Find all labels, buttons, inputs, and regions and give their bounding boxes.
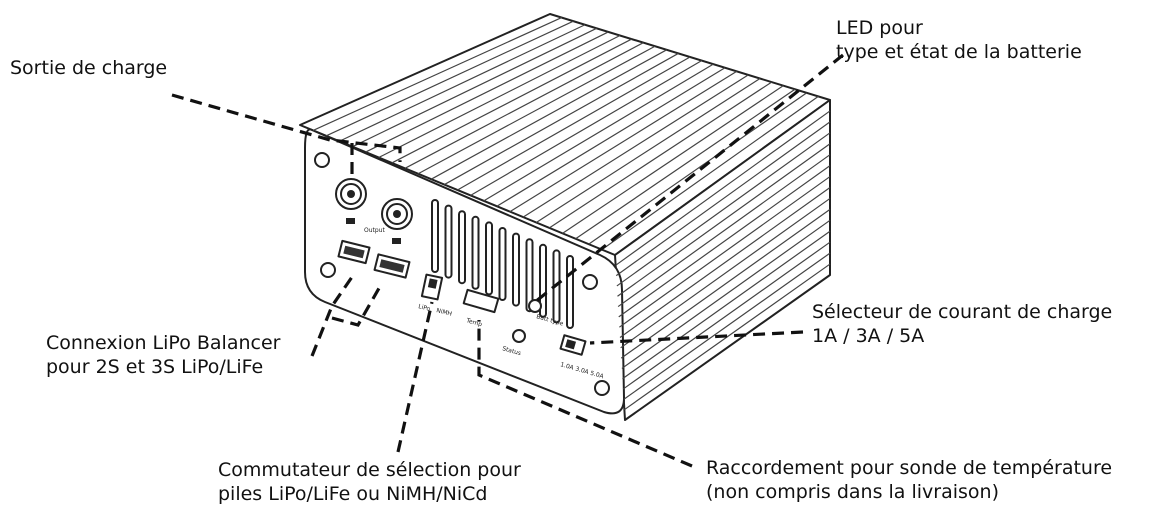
heatsink-fin <box>619 187 831 338</box>
heatsink-fin <box>470 60 702 196</box>
heatsink-fin <box>616 132 831 287</box>
heatsink-fins-side <box>615 110 831 411</box>
heatsink-fin <box>365 31 609 153</box>
heatsink-fin <box>339 24 586 142</box>
vent-slot <box>444 204 453 279</box>
label-line: Raccordement pour sonde de température <box>706 457 1113 479</box>
leader-temp <box>477 320 693 468</box>
screw-icon <box>314 152 330 168</box>
temp-marking: Temp <box>464 317 482 328</box>
polarity-marker-icon <box>346 218 355 224</box>
ventilation-slots <box>431 199 574 329</box>
status-led <box>512 329 526 343</box>
label-line: (non compris dans la livraison) <box>706 481 999 503</box>
leader-balancer-b <box>331 282 384 327</box>
output-socket-positive[interactable] <box>335 178 367 210</box>
leader-output <box>171 93 402 162</box>
heatsink-fin <box>549 81 772 229</box>
heatsink-fin <box>615 110 831 266</box>
heatsink-fin <box>430 49 667 180</box>
heatsink-fin <box>588 92 808 245</box>
output-marking: Output <box>364 227 385 234</box>
heatsink-fins-top <box>312 17 819 251</box>
heatsink-fin <box>621 219 831 369</box>
heatsink-fin <box>483 63 714 202</box>
heatsink-fin <box>622 230 831 380</box>
heatsink-fin <box>617 154 831 308</box>
label-battery-switch: Commutateur de sélection pour piles LiPo… <box>218 458 521 506</box>
heatsink-fin <box>378 34 621 159</box>
current-selector-switch[interactable] <box>559 334 587 356</box>
heatsink-fin <box>624 263 831 411</box>
label-line: 1A / 3A / 5A <box>812 325 925 347</box>
heatsink-fin <box>619 176 831 328</box>
vent-slot <box>498 227 507 301</box>
heatsink-fin <box>620 197 831 349</box>
label-line: LED pour <box>836 17 923 39</box>
heatsink-fin <box>562 85 784 234</box>
heatsink-fin <box>622 241 831 390</box>
leader-led <box>533 53 845 304</box>
leader-switch <box>396 301 434 453</box>
heatsink-fin <box>509 70 737 213</box>
heatsink-fin <box>444 52 679 186</box>
heatsink-fin <box>623 252 831 400</box>
heatsink-fin <box>352 27 597 148</box>
vent-slot <box>566 255 574 329</box>
label-line: Connexion LiPo Balancer <box>46 332 281 354</box>
label-led: LED pour type et état de la batterie <box>836 16 1082 64</box>
label-line: piles LiPo/LiFe ou NiMH/NiCd <box>218 483 488 505</box>
output-socket-negative[interactable] <box>381 198 413 230</box>
heatsink-fin <box>457 56 691 191</box>
vent-slot <box>485 221 493 296</box>
screw-icon <box>582 274 598 290</box>
screw-icon <box>594 380 610 396</box>
vent-slot <box>512 232 520 307</box>
nimh-marking: NiMH <box>436 307 453 318</box>
heatsink-fin <box>325 20 574 137</box>
label-line: type et état de la batterie <box>836 41 1082 63</box>
heatsink-fin <box>618 165 831 318</box>
heatsink-fin <box>620 208 831 359</box>
label-balancer: Connexion LiPo Balancer pour 2S et 3S Li… <box>46 331 280 379</box>
label-current-selector: Sélecteur de courant de charge 1A / 3A /… <box>812 300 1112 348</box>
battery-type-led <box>528 299 542 313</box>
balancer-port-2s[interactable] <box>337 239 371 265</box>
label-charge-output: Sortie de charge <box>10 56 167 80</box>
lipo-marking: LiPo <box>418 303 432 313</box>
label-temperature-port: Raccordement pour sonde de température (… <box>706 456 1112 504</box>
heatsink-fin <box>615 121 831 277</box>
heatsink-fin <box>601 95 819 251</box>
balancer-port-3s[interactable] <box>373 253 411 279</box>
leader-balancer-a <box>310 276 354 357</box>
vent-slot <box>471 215 480 290</box>
screw-icon <box>320 262 336 278</box>
label-line: Sélecteur de courant de charge <box>812 301 1113 323</box>
polarity-marker-icon <box>392 238 401 244</box>
heatsink-fin <box>575 88 796 240</box>
heatsink-fin <box>522 74 749 218</box>
label-line: Commutateur de sélection pour <box>218 459 521 481</box>
heatsink-fin <box>391 38 632 164</box>
heatsink-fin <box>617 143 831 297</box>
temperature-port[interactable] <box>462 288 500 314</box>
heatsink-fin <box>417 45 656 175</box>
heatsink-fin <box>535 77 761 224</box>
leader-current <box>589 330 804 345</box>
heatsink-fin <box>404 42 644 169</box>
vent-slot <box>458 210 466 285</box>
label-line: Sortie de charge <box>10 57 168 79</box>
heatsink-fin <box>312 17 562 131</box>
battery-type-switch[interactable] <box>420 273 444 301</box>
vent-slot <box>431 199 439 273</box>
vent-slot <box>525 238 534 313</box>
label-line: pour 2S et 3S LiPo/LiFe <box>46 356 264 378</box>
heatsink-fin <box>496 67 726 207</box>
